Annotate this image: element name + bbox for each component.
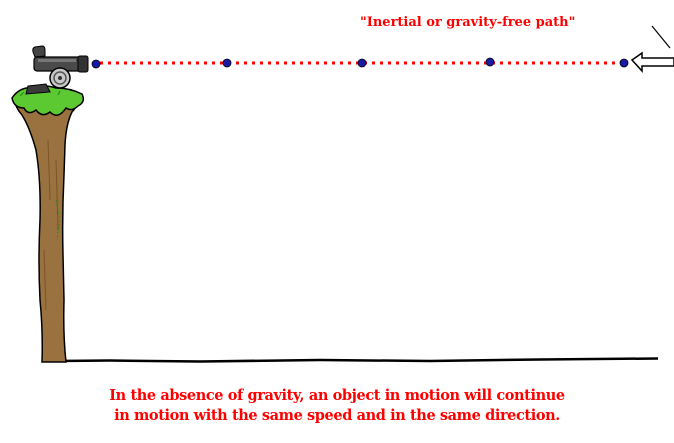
caption-line-2: in motion with the same speed and in the… (114, 407, 560, 424)
caption-line-1: In the absence of gravity, an object in … (109, 387, 565, 404)
path-label: "Inertial or gravity-free path" (360, 15, 575, 30)
arrow-icon (630, 51, 674, 73)
cannonball-icon (485, 57, 495, 67)
label-leader-line (651, 25, 671, 49)
cannonball-icon (357, 58, 367, 68)
cliff-icon (11, 85, 85, 363)
cannon-icon (25, 45, 89, 95)
cannonball-icon (619, 58, 629, 68)
cannonball-icon (91, 59, 101, 69)
caption: In the absence of gravity, an object in … (0, 386, 674, 426)
ground-line (57, 357, 659, 363)
cannonball-icon (222, 58, 232, 68)
